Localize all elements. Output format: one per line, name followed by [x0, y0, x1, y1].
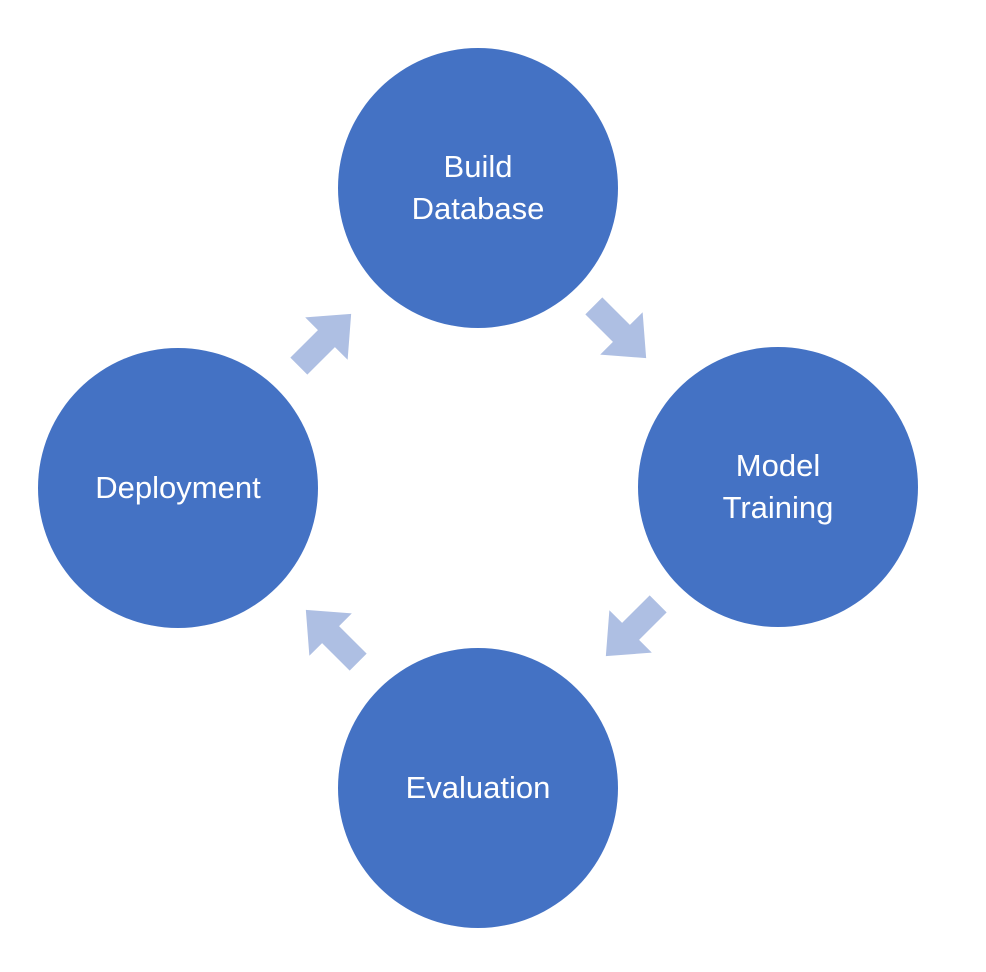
node-deployment-label: Deployment: [95, 470, 261, 506]
node-build-database: Build Database: [338, 48, 618, 328]
arrow-build-database-to-model-training-icon: [585, 297, 647, 359]
node-model-training-label: Model Training: [722, 448, 834, 525]
arrow-deployment-to-build-database-icon: [290, 313, 352, 375]
node-build-database-label: Build Database: [411, 149, 545, 226]
arrow-evaluation-to-deployment-icon: [305, 609, 367, 671]
node-deployment: Deployment: [38, 348, 318, 628]
arrow-model-training-to-evaluation-icon: [605, 595, 667, 657]
node-evaluation-label: Evaluation: [405, 770, 551, 806]
node-model-training: Model Training: [638, 347, 918, 627]
node-evaluation: Evaluation: [338, 648, 618, 928]
